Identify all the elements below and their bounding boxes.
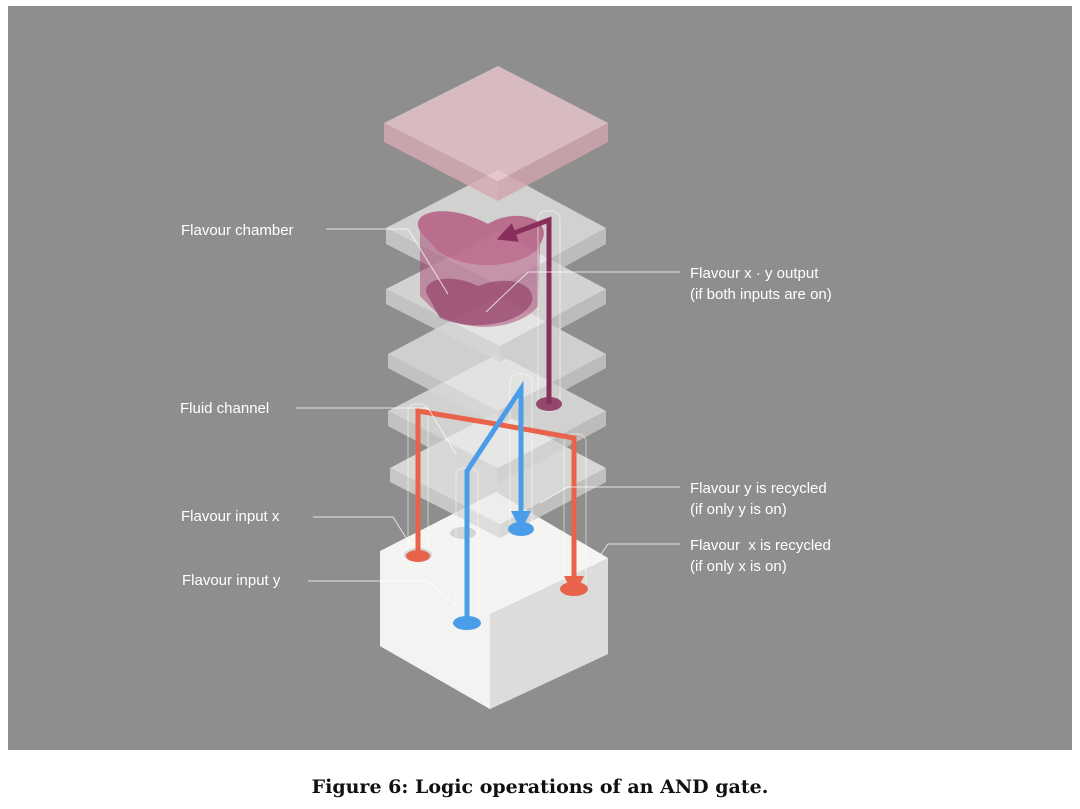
lid bbox=[384, 66, 608, 201]
input-y-path bbox=[453, 380, 534, 630]
y-recycled-label-line1: Flavour y is recycled bbox=[690, 480, 827, 497]
device-illustration bbox=[296, 66, 680, 709]
flavour-chamber-label: Flavour chamber bbox=[181, 222, 294, 239]
leader-lines bbox=[296, 228, 680, 607]
x-recycled-label-line1: Flavour x is recycled bbox=[690, 537, 831, 554]
output-label-line2: (if both inputs are on) bbox=[690, 286, 832, 303]
y-recycled-label: Flavour y is recycled (if only y is on) bbox=[690, 478, 827, 520]
output-label-line1: Flavour x · y output bbox=[690, 265, 819, 282]
flavour-input-y-label: Flavour input y bbox=[182, 572, 281, 589]
y-recycled-label-line2: (if only y is on) bbox=[690, 501, 787, 518]
figure-panel: Flavour chamber Fluid channel Flavour in… bbox=[8, 6, 1072, 750]
output-label: Flavour x · y output (if both inputs are… bbox=[690, 263, 832, 305]
flavour-input-x-label: Flavour input x bbox=[181, 508, 280, 525]
fluid-channel-label: Fluid channel bbox=[180, 400, 270, 417]
x-recycled-label-line2: (if only x is on) bbox=[690, 558, 787, 575]
figure-caption: Figure 6: Logic operations of an AND gat… bbox=[311, 776, 769, 798]
output-path bbox=[496, 216, 562, 411]
x-recycled-label: Flavour x is recycled (if only x is on) bbox=[690, 535, 831, 577]
